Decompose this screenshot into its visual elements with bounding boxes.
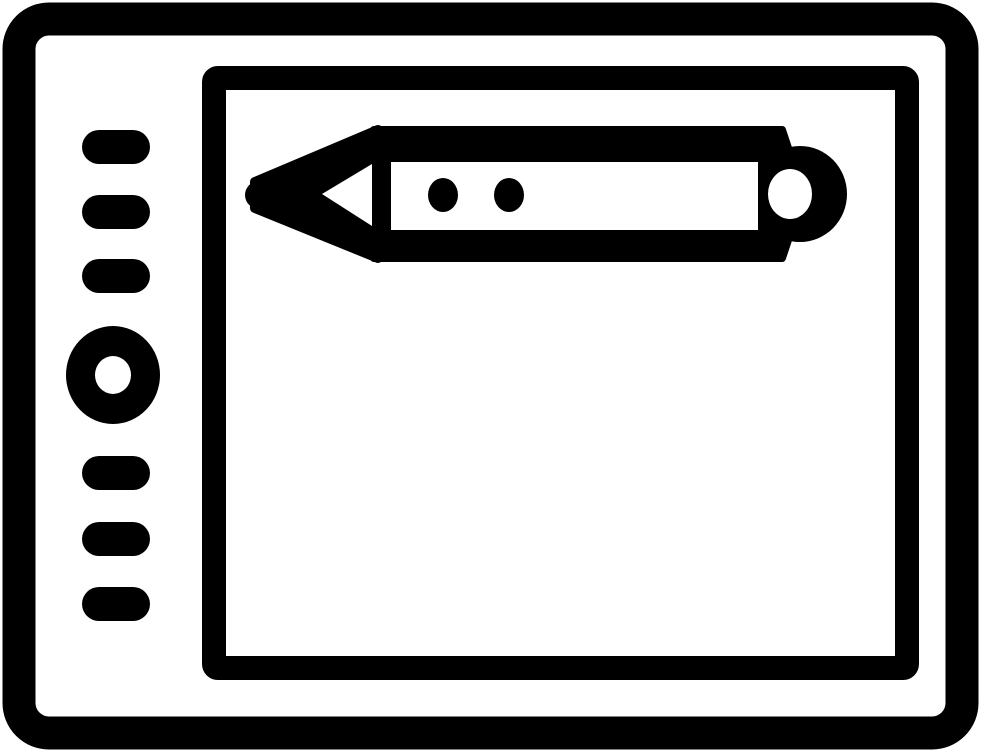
tablet-drawing-surface[interactable] [202,66,919,680]
express-key-button-5[interactable] [82,522,150,556]
stylus[interactable] [245,125,847,263]
stylus-side-buttons [428,178,524,212]
stylus-nib-highlight [322,164,372,226]
express-key-button-4[interactable] [82,456,150,490]
touch-ring[interactable] [66,326,160,424]
stylus-eraser-hole [768,169,812,219]
express-key-button-2[interactable] [82,195,150,229]
express-key-button-1[interactable] [82,130,150,164]
touch-ring-inner-hole [95,356,131,394]
express-keys-group [82,130,150,621]
stylus-side-button-2[interactable] [494,178,524,212]
express-key-button-3[interactable] [82,259,150,293]
stylus-side-button-1[interactable] [428,178,458,212]
express-key-button-6[interactable] [82,587,150,621]
